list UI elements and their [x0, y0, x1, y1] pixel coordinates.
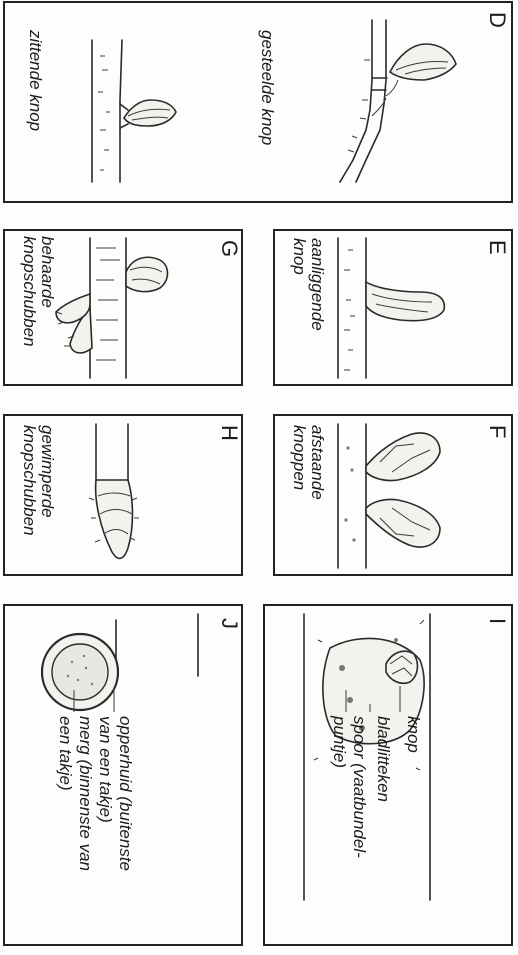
- panel-d-letter: D: [485, 12, 510, 28]
- panel-f: F afstaande knoppen: [274, 415, 512, 575]
- pith-label-line1: merg (binnenste van: [76, 716, 95, 871]
- appressed-bud-label-line2: knop: [290, 238, 309, 275]
- ciliate-scales-label-line2: knopschubben: [20, 425, 39, 536]
- vascular-trace-label-line1: spoor (vaatbundel-: [350, 716, 369, 858]
- panel-h-letter: H: [217, 425, 242, 441]
- panel-g-letter: G: [217, 240, 242, 257]
- divergent-buds-drawing: [338, 424, 440, 568]
- stalked-bud-drawing: [340, 20, 456, 182]
- appressed-bud-label-line1: aanliggende: [308, 238, 327, 331]
- sessile-bud-drawing: [92, 40, 176, 182]
- epidermis-label-line1: opperhuid (buitenste: [116, 716, 135, 871]
- hairy-bud-drawing: [56, 238, 168, 378]
- panel-h: H gewimperde knopschubben: [4, 415, 242, 575]
- panel-i: I knop bladlitteken spoor (vaatbundel- p…: [264, 605, 512, 945]
- sessile-bud-label: zittende knop: [26, 29, 45, 131]
- panel-f-letter: F: [485, 425, 510, 438]
- panel-j-letter: J: [217, 618, 242, 629]
- leaf-scar-label: bladlitteken: [374, 716, 393, 802]
- panel-d: D gesteelde knop zittende knop: [4, 2, 512, 202]
- panel-g: G behaarde knopschubben: [4, 230, 242, 385]
- pith-label-line2: een takje): [56, 716, 75, 791]
- panel-j: J opperhuid (buitenste van een takje) me…: [4, 605, 242, 945]
- panel-e: E aanliggende knop: [274, 230, 512, 385]
- hairy-scales-label-line1: behaarde: [38, 236, 57, 308]
- panel-e-letter: E: [485, 240, 510, 255]
- epidermis-label-line2: van een takje): [96, 716, 115, 823]
- appressed-bud-drawing: [338, 238, 444, 378]
- ciliate-scales-label-line1: gewimperde: [38, 425, 57, 518]
- panel-d-frame: [4, 2, 512, 202]
- divergent-buds-label-line1: afstaande: [308, 425, 327, 500]
- divergent-buds-label-line2: knoppen: [290, 425, 309, 490]
- panel-i-letter: I: [485, 618, 510, 624]
- twig-cross-section-drawing: [42, 614, 198, 710]
- ciliate-bud-drawing: [89, 424, 139, 558]
- hairy-scales-label-line2: knopschubben: [20, 236, 39, 347]
- bud-label: knop: [404, 716, 423, 753]
- vascular-trace-label-line2: puntje): [330, 715, 349, 768]
- stalked-bud-label: gesteelde knop: [258, 30, 277, 145]
